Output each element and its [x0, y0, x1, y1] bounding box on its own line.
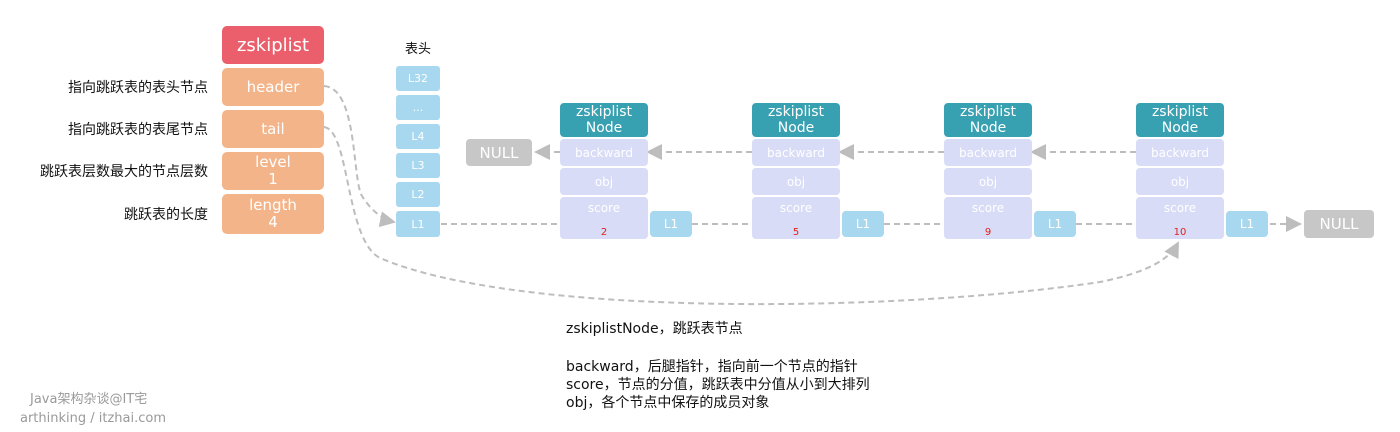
node-4-title: zskiplist Node — [1136, 103, 1224, 137]
node-2-title: zskiplist Node — [752, 103, 840, 137]
field-text: level — [255, 153, 291, 171]
score-value: 10 — [1173, 227, 1187, 238]
null-left: NULL — [466, 139, 532, 166]
field-text: tail — [261, 119, 285, 138]
node-4-backward: backward — [1136, 139, 1224, 166]
field-value: 4 — [268, 213, 278, 231]
node-title-line: zskiplist — [959, 104, 1017, 120]
node-title-line: Node — [969, 120, 1007, 136]
score-value: 9 — [984, 227, 992, 238]
description-line-obj: obj，各个节点中保存的成员对象 — [566, 395, 770, 411]
node-3-score: score 9 — [944, 197, 1032, 239]
node-title-line: Node — [777, 120, 815, 136]
node-2-score: score 5 — [752, 197, 840, 239]
node-3-backward: backward — [944, 139, 1032, 166]
tail-pointer-arrow — [323, 126, 1179, 306]
header-level-l4: L4 — [396, 124, 440, 149]
node-2-level-l1: L1 — [842, 211, 884, 237]
watermark-line-1: Java架构杂谈@IT宅 — [30, 392, 148, 407]
node-4-score: score 10 — [1136, 197, 1224, 239]
node-1-level-l1: L1 — [650, 211, 692, 237]
null-right: NULL — [1304, 210, 1374, 238]
score-value: 2 — [600, 227, 608, 238]
header-level-ellipsis: ... — [396, 95, 440, 120]
node-title-line: Node — [585, 120, 623, 136]
score-label: score — [587, 201, 621, 215]
watermark-line-2: arthinking / itzhai.com — [20, 411, 167, 426]
tail-field-label: 指向跳跃表的表尾节点 — [68, 122, 208, 138]
node-1-title: zskiplist Node — [560, 103, 648, 137]
node-2-backward: backward — [752, 139, 840, 166]
node-title-line: zskiplist — [767, 104, 825, 120]
header-level-l2: L2 — [396, 182, 440, 207]
score-label: score — [1163, 201, 1197, 215]
header-level-l3: L3 — [396, 153, 440, 178]
node-3-obj: obj — [944, 168, 1032, 195]
header-level-l32: L32 — [396, 66, 440, 91]
node-1-obj: obj — [560, 168, 648, 195]
node-1-score: score 2 — [560, 197, 648, 239]
field-text: length — [249, 196, 297, 214]
field-text: header — [246, 77, 300, 96]
description-line-backward: backward，后腿指针，指向前一个节点的指针 — [566, 359, 858, 375]
field-value: 1 — [268, 170, 278, 188]
zskiplist-tail-field: tail — [222, 110, 324, 148]
description-line-score: score，节点的分值，跳跃表中分值从小到大排列 — [566, 377, 870, 393]
node-title-line: Node — [1161, 120, 1199, 136]
length-field-label: 跳跃表的长度 — [124, 207, 208, 223]
level-field-label: 跳跃表层数最大的节点层数 — [40, 164, 208, 180]
node-3-title: zskiplist Node — [944, 103, 1032, 137]
header-level-l1: L1 — [396, 211, 440, 237]
description-heading: zskiplistNode，跳跃表节点 — [566, 321, 743, 337]
node-2-obj: obj — [752, 168, 840, 195]
zskiplist-title: zskiplist — [222, 26, 324, 64]
node-title-line: zskiplist — [575, 104, 633, 120]
zskiplist-level-field: level 1 — [222, 152, 324, 190]
header-node-caption: 表头 — [404, 42, 431, 57]
node-3-level-l1: L1 — [1034, 211, 1076, 237]
header-field-label: 指向跳跃表的表头节点 — [68, 80, 208, 96]
header-pointer-arrow — [323, 85, 396, 228]
score-value: 5 — [792, 227, 800, 238]
zskiplist-header-field: header — [222, 68, 324, 106]
node-1-backward: backward — [560, 139, 648, 166]
node-title-line: zskiplist — [1151, 104, 1209, 120]
node-4-obj: obj — [1136, 168, 1224, 195]
node-4-level-l1: L1 — [1226, 211, 1268, 237]
zskiplist-length-field: length 4 — [222, 194, 324, 234]
score-label: score — [971, 201, 1005, 215]
score-label: score — [779, 201, 813, 215]
